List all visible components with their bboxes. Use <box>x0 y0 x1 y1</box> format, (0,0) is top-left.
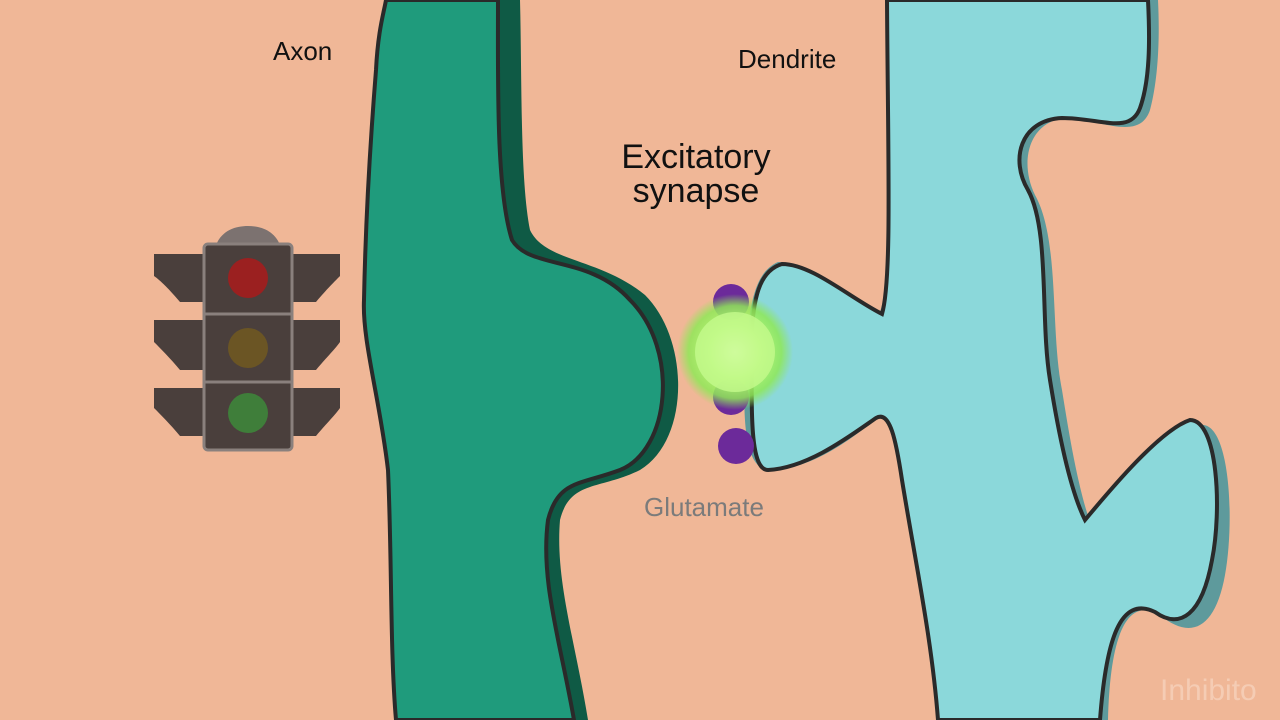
glutamate-label: Glutamate <box>644 492 764 522</box>
dendrite <box>749 0 1219 720</box>
synapse-title-line2: synapse <box>632 172 760 210</box>
axon <box>361 0 665 720</box>
synapse-title: Excitatory synapse <box>596 140 796 208</box>
green-light <box>228 393 268 433</box>
red-light <box>228 258 268 298</box>
faded-next-label: Inhibito <box>1160 674 1257 707</box>
glutamate-glow-core <box>695 312 775 392</box>
synapse-title-line1: Excitatory <box>621 138 771 176</box>
axon-label: Axon <box>273 36 333 66</box>
dendrite-label: Dendrite <box>738 44 837 74</box>
traffic-light-icon <box>154 226 340 452</box>
receptor-3 <box>718 428 754 464</box>
amber-light <box>228 328 268 368</box>
